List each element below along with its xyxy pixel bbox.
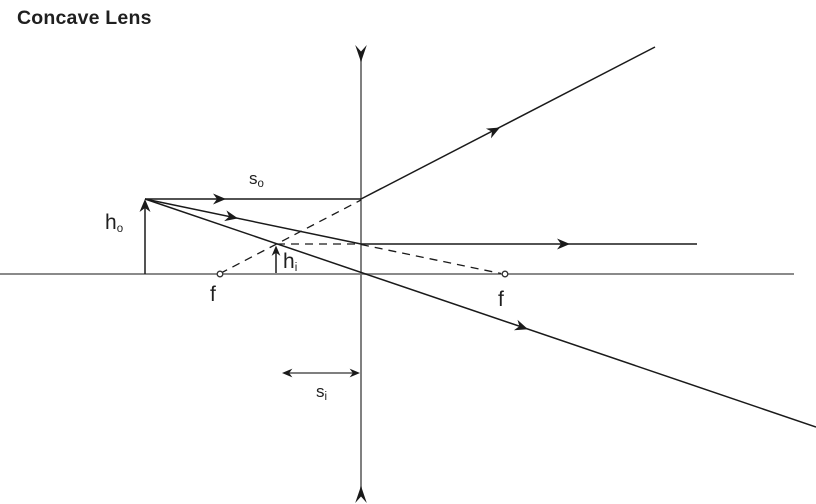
object-height-label: ho bbox=[105, 211, 123, 235]
lens-arrowhead-top-icon bbox=[355, 45, 367, 62]
object-distance-label-sub: o bbox=[258, 178, 264, 190]
page-title-text: Concave Lens bbox=[17, 7, 152, 29]
extension-dashed-near-focal bbox=[219, 199, 362, 275]
object-distance-label: so bbox=[249, 169, 264, 190]
ray-parallel-diverged bbox=[360, 46, 656, 200]
focal-point-left-marker bbox=[216, 270, 224, 278]
focal-left-label: f bbox=[210, 283, 216, 306]
extension-dashed-far-focal bbox=[360, 243, 502, 275]
object-height-label-base: h bbox=[105, 211, 117, 234]
page-title: Concave Lens bbox=[17, 7, 152, 29]
object-distance-label-base: s bbox=[249, 169, 258, 188]
ray-parallel-incident-arrowhead-icon bbox=[213, 193, 226, 205]
image-height-label: hi bbox=[283, 250, 297, 274]
ray-focal-refracted-arrowhead-icon bbox=[557, 238, 570, 250]
measure-arrowhead-right-icon bbox=[349, 368, 360, 378]
image-distance-label-sub: i bbox=[325, 391, 328, 403]
ray-central-arrowhead-icon bbox=[513, 319, 528, 331]
image-distance-label-base: s bbox=[316, 382, 325, 401]
image-height-label-base: h bbox=[283, 250, 295, 273]
image-height-label-sub: i bbox=[295, 262, 298, 274]
ray-focal-incident-arrowhead-icon bbox=[224, 210, 238, 222]
object-arrowhead-icon bbox=[139, 199, 151, 212]
ray-focal-incident bbox=[144, 198, 362, 245]
focal-right-label: f bbox=[498, 288, 504, 311]
ray-parallel-diverged-arrowhead-icon bbox=[485, 127, 500, 139]
lens-arrowhead-bottom-icon bbox=[355, 486, 367, 503]
image-arrowhead-icon bbox=[271, 245, 281, 256]
ray-central bbox=[144, 198, 816, 428]
measure-arrowhead-left-icon bbox=[282, 368, 293, 378]
focal-point-right-marker bbox=[501, 270, 509, 278]
image-distance-label: si bbox=[316, 382, 327, 403]
object-height-label-sub: o bbox=[117, 223, 123, 235]
